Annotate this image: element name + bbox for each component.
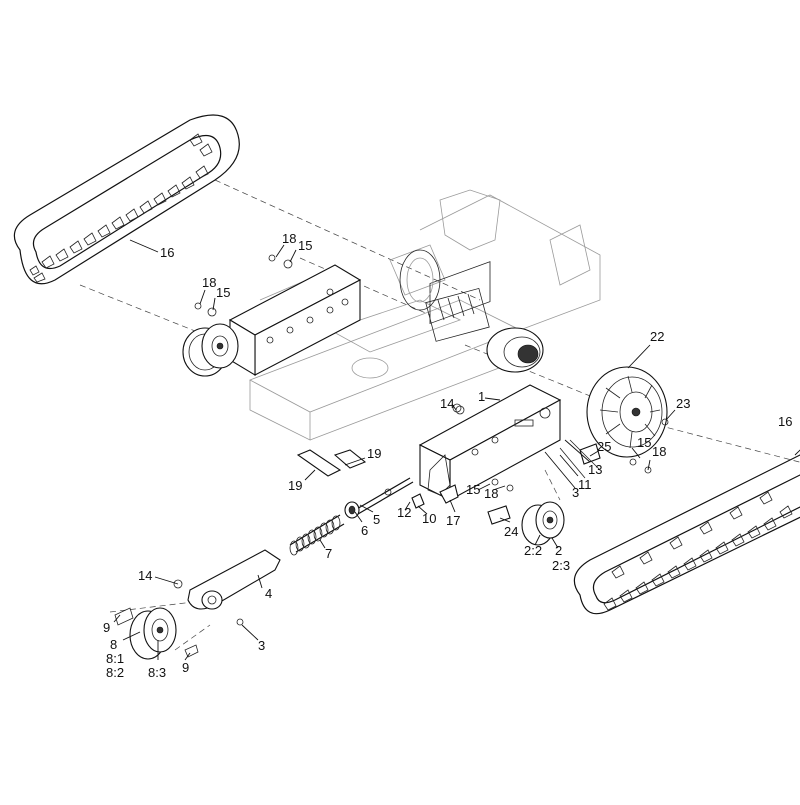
callout-23: 23 xyxy=(676,396,690,411)
callout-24: 24 xyxy=(504,524,518,539)
callout-13: 13 xyxy=(588,462,602,477)
callout-2-3: 2:3 xyxy=(552,558,570,573)
callout-8-3: 8:3 xyxy=(148,665,166,680)
left-drive-wheel-phantom xyxy=(399,249,441,311)
fasteners xyxy=(173,254,669,626)
pins-19 xyxy=(296,449,367,477)
callout-3-lower: 3 xyxy=(258,638,265,653)
callout-15-top: 15 xyxy=(298,238,312,253)
drive-sprocket xyxy=(586,366,668,458)
callout-14-lower: 14 xyxy=(138,568,152,583)
left-track-frame xyxy=(228,264,362,376)
callout-15-center: 15 xyxy=(466,482,480,497)
callout-9-right: 9 xyxy=(182,660,189,675)
left-rubber-track xyxy=(13,114,240,285)
callout-3-right: 3 xyxy=(572,485,579,500)
callout-12: 12 xyxy=(397,505,411,520)
callout-5: 5 xyxy=(373,512,380,527)
small-brackets xyxy=(384,484,459,509)
callout-14-center: 14 xyxy=(440,396,454,411)
callout-25: 25 xyxy=(597,439,611,454)
front-idler-wheel xyxy=(114,607,199,660)
callout-8-1: 8:1 xyxy=(106,651,124,666)
callout-8-2: 8:2 xyxy=(106,665,124,680)
callout-15-right: 15 xyxy=(637,435,651,450)
callout-9-left: 9 xyxy=(103,620,110,635)
drive-motor-hub xyxy=(425,287,544,373)
callout-18-center: 18 xyxy=(484,486,498,501)
callout-10: 10 xyxy=(422,511,436,526)
callout-18-left: 18 xyxy=(202,275,216,290)
callout-11: 11 xyxy=(578,477,592,492)
right-track-frame xyxy=(418,384,562,501)
callout-4: 4 xyxy=(265,586,272,601)
callout-19-upper: 19 xyxy=(367,446,381,461)
callout-8: 8 xyxy=(110,637,117,652)
callout-18-right: 18 xyxy=(652,444,666,459)
roller-wheel xyxy=(521,501,565,546)
callout-17: 17 xyxy=(446,513,460,528)
callout-15-left: 15 xyxy=(216,285,230,300)
callout-2-2: 2:2 xyxy=(524,543,542,558)
callout-6: 6 xyxy=(361,523,368,538)
alignment-lines xyxy=(79,179,800,651)
callout-22: 22 xyxy=(650,329,664,344)
left-idler-wheel xyxy=(182,323,239,377)
callout-1: 1 xyxy=(478,389,485,404)
tensioner-assembly xyxy=(187,477,414,610)
right-rubber-track xyxy=(573,454,800,615)
callout-7: 7 xyxy=(325,546,332,561)
callout-19-lower: 19 xyxy=(288,478,302,493)
callout-18-top: 18 xyxy=(282,231,296,246)
callout-16-right: 16 xyxy=(778,414,792,429)
callout-labels: 16 18 15 18 15 22 1 14 23 16 19 19 25 13… xyxy=(103,231,792,680)
callout-2: 2 xyxy=(555,543,562,558)
callout-16-left: 16 xyxy=(160,245,174,260)
